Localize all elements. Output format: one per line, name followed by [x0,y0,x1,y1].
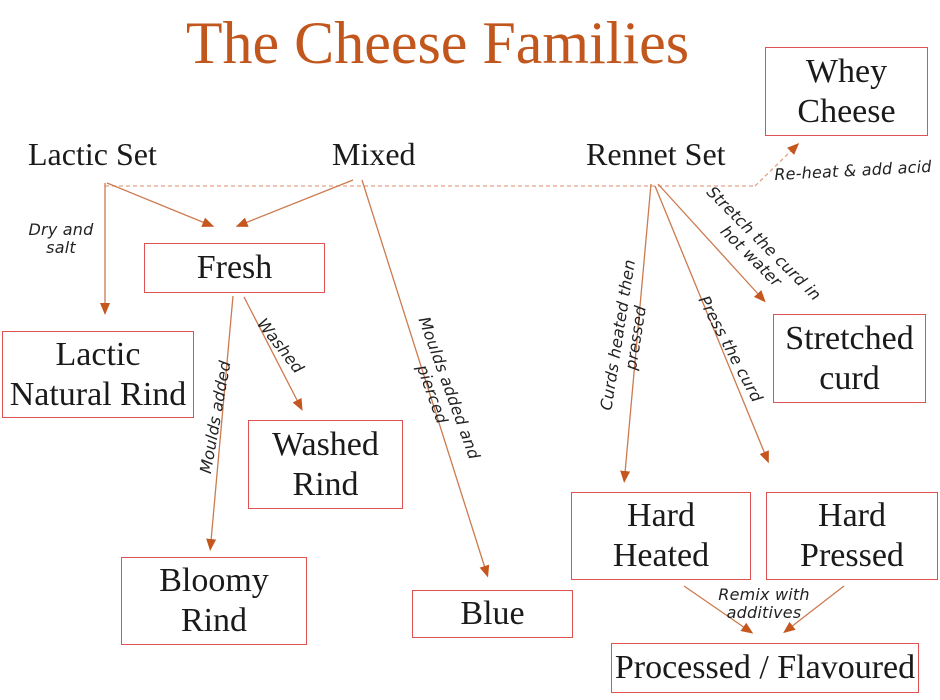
box-lactic-natural-rind: Lactic Natural Rind [2,331,194,418]
arrow-mixed-to-fresh [235,179,354,227]
arrow-lactic-to-fresh [106,182,215,227]
box-label-line: Fresh [196,249,273,287]
category-rennet-set: Rennet Set [586,136,726,172]
box-label-line: Hard [627,497,695,535]
box-label-line: curd [819,359,880,397]
box-blue: Blue [412,590,573,638]
box-bloomy-rind: Bloomy Rind [121,557,307,645]
box-label-line: Processed / Flavoured [614,649,916,687]
arrow-rennet-to-hard-heated [620,183,652,483]
box-label-line: Blue [460,595,525,633]
box-label-line: Lactic [55,335,141,373]
arrow-hard-heated-to-processed [683,585,754,634]
arrow-hard-pressed-to-processed [783,585,845,634]
category-lactic-set: Lactic Set [28,136,157,172]
box-fresh: Fresh [144,243,325,293]
box-label-line: Hard [818,497,886,535]
category-mixed: Mixed [332,136,416,172]
arrow-rennet-to-hard-pressed [654,185,769,464]
arrow-rennet-to-stretched-curd [657,183,766,303]
box-label-line: Whey [805,52,888,90]
box-label-line: Stretched [785,319,914,357]
arrow-fresh-to-bloomy-rind [206,295,234,551]
box-label-line: Rind [292,465,359,503]
box-label-line: Natural Rind [9,375,187,413]
box-stretched-curd: Stretched curd [773,314,926,403]
arrow-mixed-to-blue [361,179,490,578]
box-hard-heated: Hard Heated [571,492,751,580]
box-washed-rind: Washed Rind [248,420,403,509]
box-label-line: Cheese [797,92,896,130]
arrow-fresh-to-washed-rind [243,296,303,411]
box-label-line: Rind [180,602,248,639]
edge-label-remix-with-additives: Remix with additives [718,585,810,623]
box-label-line: Washed [272,425,379,463]
diagram-title: The Cheese Families [185,10,690,76]
box-label-line: Bloomy [159,562,269,600]
edge-label-dry-and-salt: Dry and salt [28,220,94,258]
box-whey-cheese: Whey Cheese [765,47,928,136]
box-label-line: Heated [612,537,710,574]
arrow-rennet-to-whey [754,143,800,187]
box-hard-pressed: Hard Pressed [766,492,938,580]
box-processed-flavoured: Processed / Flavoured [611,643,919,693]
box-label-line: Pressed [800,537,904,574]
